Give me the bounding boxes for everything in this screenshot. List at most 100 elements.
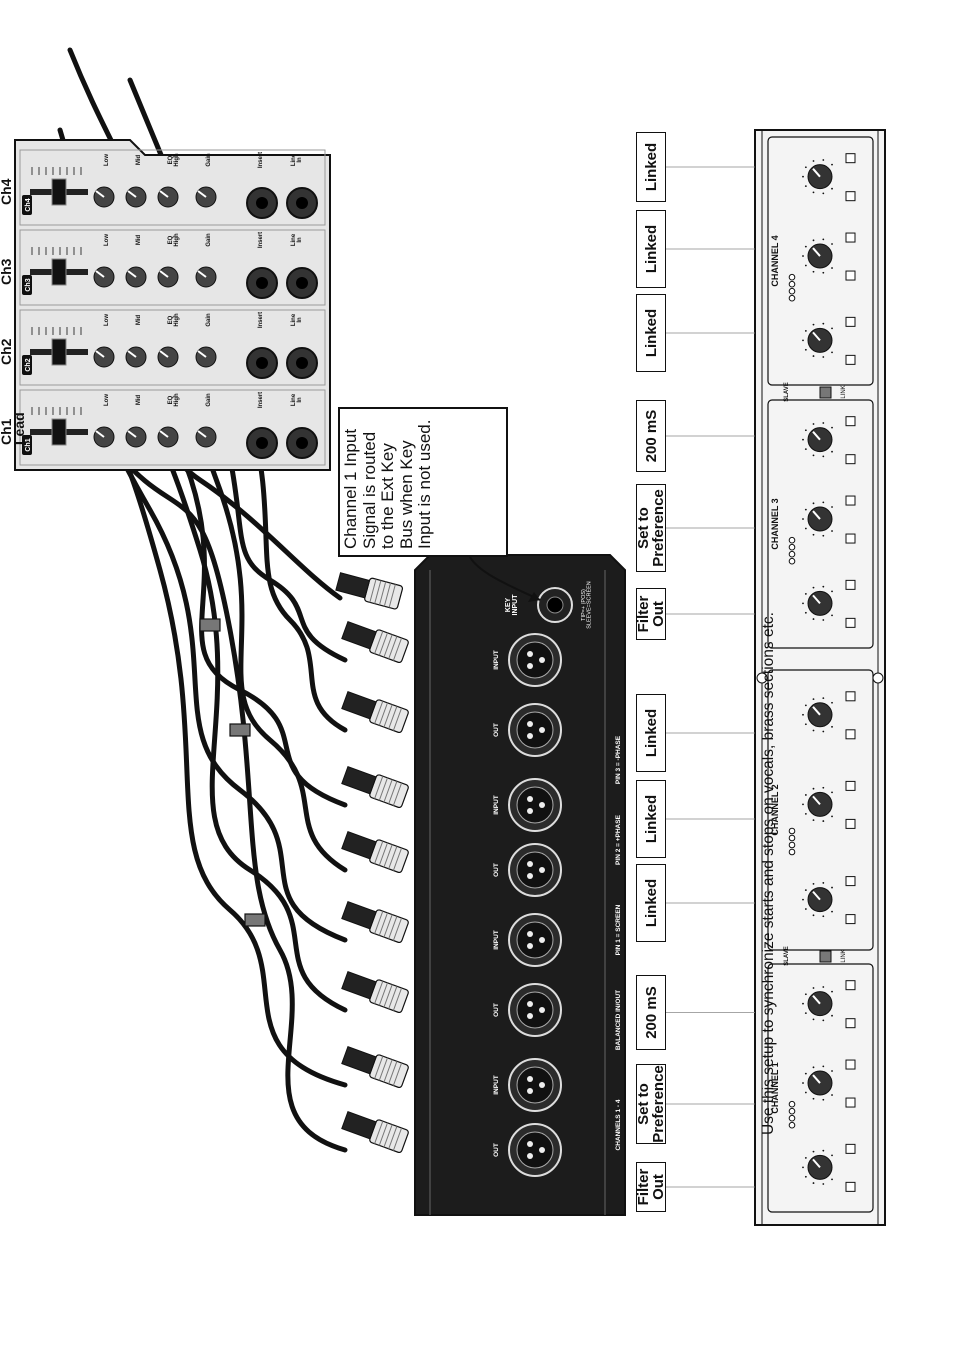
plug-boot [341,621,377,650]
xlr-pin [539,657,545,663]
xlr-pin [527,1141,533,1147]
balanced-label: BALANCED IN/OUT [615,990,622,1050]
rack-led [788,848,796,856]
rack-led [788,1100,796,1108]
xlr-plug-1 [341,1111,409,1154]
rack-switch [845,914,856,925]
key-bus-note-text: Channel 1 Input Signal is routed to the … [341,419,434,549]
mixer-knob-label: Low [104,234,110,246]
xlr-out-label: OUT [493,1003,500,1017]
xlr-out-label: OUT [493,1143,500,1157]
xlr-socket-4: INPUT [493,913,562,967]
mixer-channel-name-3: Ch3 [0,258,14,285]
xlr-pin [527,861,533,867]
mixer-channel-name-2: Ch2 [0,338,14,365]
rack-led [788,536,796,544]
xlr-pin [527,1013,533,1019]
xlr-pin [539,1007,545,1013]
cable-splitter-2 [229,723,251,737]
rack-channel-frame [767,399,874,649]
setting-label-ch2-thresh: Linked [636,780,666,858]
rack-switch [845,153,856,164]
mixer-channel-name-4: Ch4 [0,178,14,205]
rack-led [788,273,796,281]
rack-switch [845,980,856,991]
rack-switch [845,270,856,281]
rack-switch [845,416,856,427]
mixer-knob-label: EQHigh [168,393,180,407]
xlr-pin [527,873,533,879]
mixer-knob-label: Mid [136,395,142,406]
rack-channel-title: CHANNEL 1 [770,1062,780,1113]
rack-switch [845,579,856,590]
rack-switch [845,533,856,544]
line-in-label: LineIn [291,393,303,406]
cable-splitter-1 [244,913,266,927]
insert-label: Insert [258,312,264,328]
line-in-label: LineIn [291,313,303,326]
rack-led [788,827,796,835]
rack-led [788,841,796,849]
insert-label: Insert [258,392,264,408]
xlr-pin [527,931,533,937]
xlr-plug-4 [341,901,409,944]
rack-led [788,280,796,288]
xlr-socket-3: OUT [493,983,562,1037]
rack-led [788,287,796,295]
channel-badge-text: Ch1 [25,438,32,451]
rack-switch [845,1097,856,1108]
rack-channel-1: CHANNEL 1 [767,963,874,1213]
rack-switch [845,780,856,791]
mixer: LineInInsertGainEQHighMidLowCh1LineInIns… [14,139,331,471]
xlr-input-label: INPUT [493,795,500,815]
rack-channel-frame [767,963,874,1213]
xlr-pin [539,1147,545,1153]
xlr-pin [527,1088,533,1094]
mixer-knob-label: Low [104,394,110,406]
fader-cap [51,178,67,206]
rack-channel-title: CHANNEL 4 [770,235,780,286]
rack-led [788,1114,796,1122]
channels-header: CHANNELS 1 - 4 [615,1099,622,1150]
xlr-plug-3 [341,971,409,1014]
slave-label: SLAVE [784,382,790,402]
rack-channel-title: CHANNEL 3 [770,498,780,549]
xlr-socket-2: INPUT [493,1058,562,1112]
link-label: LINK [841,385,847,398]
rack-led [788,1107,796,1115]
channel-badge-text: Ch3 [25,278,32,291]
channel-badge [22,355,32,375]
rack-switch [845,1181,856,1192]
setting-label-ch1-thresh: Set to Preference [635,1064,667,1144]
plug-body [364,577,404,610]
xlr-plug-5 [341,831,409,874]
xlr-out-label: OUT [493,723,500,737]
xlr-pin [539,867,545,873]
plug-boot [341,971,377,1000]
channel-badge-text: Ch2 [25,358,32,371]
xlr-input-label: INPUT [493,1075,500,1095]
rack-switch [845,818,856,829]
xlr-pin [527,808,533,814]
slave-link-2: SLAVE LINK [784,382,847,402]
mixer-knob-label: Gain [206,153,212,167]
xlr-input-label: INPUT [493,930,500,950]
channel-badge [22,435,32,455]
mixer-strip-frame [19,229,326,306]
mixer-knob-label: EQHigh [168,153,180,167]
pin2-label: PIN 2 = +PHASE [615,814,622,865]
rack-switch [845,316,856,327]
xlr-pin [539,727,545,733]
xlr-pin [527,651,533,657]
xlr-pin [527,1076,533,1082]
xlr-input-label: INPUT [493,650,500,670]
xlr-socket-6: INPUT [493,778,562,832]
rack-switch [845,1059,856,1070]
rack-led [788,543,796,551]
